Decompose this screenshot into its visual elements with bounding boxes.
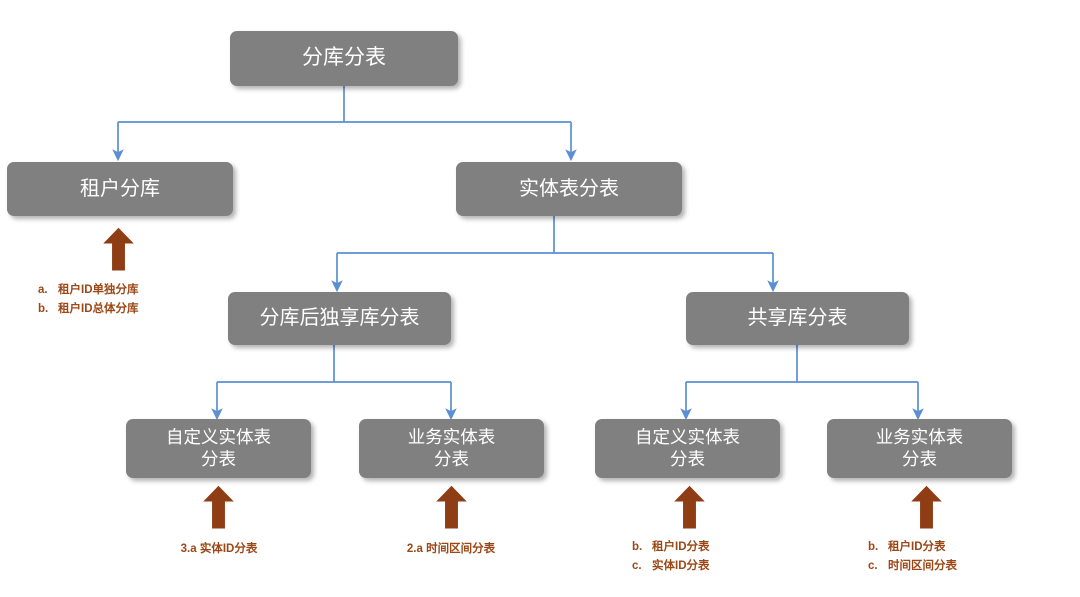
node-custom-entity-left-label: 自定义实体表 分表 bbox=[166, 426, 271, 469]
annotation-tenant-db: a. 租户ID单独分库 b. 租户ID总体分库 bbox=[38, 281, 139, 318]
annotation-business-entity-right: b. 租户ID分表 c. 时间区间分表 bbox=[868, 538, 957, 575]
annotation-row: b. 租户ID总体分库 bbox=[38, 300, 139, 319]
annotation-marker: b. bbox=[38, 302, 49, 315]
annotation-custom-entity-left: 3.a 实体ID分表 bbox=[181, 540, 258, 559]
annotation-text: 租户ID总体分库 bbox=[58, 302, 139, 315]
callout-arrow-custom-entity-left bbox=[201, 484, 236, 530]
annotation-row: c. 实体ID分表 bbox=[632, 557, 710, 576]
annotation-row: 3.a 实体ID分表 bbox=[180, 543, 258, 555]
node-dedicated-db[interactable]: 分库后独享库分表 bbox=[228, 292, 451, 345]
annotation-marker: c. bbox=[868, 559, 878, 572]
node-business-entity-left[interactable]: 业务实体表 分表 bbox=[359, 419, 544, 478]
callout-arrow-tenant-db bbox=[101, 226, 136, 272]
annotation-marker: a. bbox=[38, 284, 48, 296]
annotation-row: b. 租户ID分表 bbox=[868, 538, 957, 557]
callout-arrow-custom-entity-right bbox=[672, 484, 707, 530]
annotation-text: 租户ID分表 bbox=[888, 541, 946, 553]
annotation-row: 2.a 时间区间分表 bbox=[406, 543, 496, 555]
node-entity-table[interactable]: 实体表分表 bbox=[456, 162, 682, 216]
annotation-row: c. 时间区间分表 bbox=[868, 557, 957, 576]
node-root-label: 分库分表 bbox=[302, 46, 386, 70]
annotation-business-entity-left: 2.a 时间区间分表 bbox=[407, 540, 495, 559]
annotation-text: 时间区间分表 bbox=[888, 559, 957, 572]
node-root[interactable]: 分库分表 bbox=[230, 31, 458, 86]
node-entity-table-label: 实体表分表 bbox=[519, 177, 619, 200]
node-dedicated-db-label: 分库后独享库分表 bbox=[259, 307, 420, 330]
node-tenant-db[interactable]: 租户分库 bbox=[7, 162, 233, 216]
node-custom-entity-right[interactable]: 自定义实体表 分表 bbox=[595, 419, 780, 478]
node-business-entity-left-label: 业务实体表 分表 bbox=[407, 426, 496, 469]
annotation-marker: b. bbox=[632, 541, 643, 553]
callout-arrow-business-entity-right bbox=[909, 484, 944, 530]
annotation-marker: c. bbox=[632, 559, 642, 572]
annotation-text: 实体ID分表 bbox=[652, 559, 710, 572]
node-custom-entity-right-label: 自定义实体表 分表 bbox=[635, 426, 740, 469]
annotation-row: b. 租户ID分表 bbox=[632, 538, 710, 557]
node-tenant-db-label: 租户分库 bbox=[80, 177, 160, 200]
callout-arrow-business-entity-left bbox=[434, 484, 469, 530]
annotation-custom-entity-right: b. 租户ID分表 c. 实体ID分表 bbox=[632, 538, 710, 575]
annotation-row: a. 租户ID单独分库 bbox=[38, 281, 139, 300]
node-shared-db-label: 共享库分表 bbox=[747, 307, 848, 330]
annotation-text: 租户ID单独分库 bbox=[58, 284, 139, 296]
node-custom-entity-left[interactable]: 自定义实体表 分表 bbox=[126, 419, 311, 478]
node-business-entity-right[interactable]: 业务实体表 分表 bbox=[827, 419, 1012, 478]
annotation-text: 租户ID分表 bbox=[652, 541, 710, 553]
annotation-marker: b. bbox=[868, 541, 879, 553]
node-shared-db[interactable]: 共享库分表 bbox=[686, 292, 909, 345]
node-business-entity-right-label: 业务实体表 分表 bbox=[875, 426, 964, 469]
